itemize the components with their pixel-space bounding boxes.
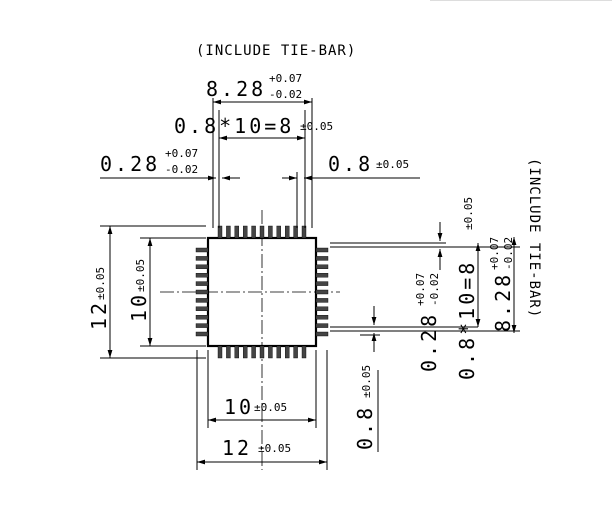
lead-pin-right	[315, 306, 329, 311]
lead-pin-top	[276, 225, 281, 239]
left-outer-dim-value: 12	[87, 300, 111, 330]
lead-pin-right	[315, 298, 329, 303]
top-pitch-tol: ±0.05	[376, 158, 409, 171]
lead-pin-left	[195, 331, 209, 337]
lead-pin-left	[195, 273, 209, 278]
lead-pin-right	[315, 323, 329, 328]
lead-pin-left	[195, 289, 209, 295]
lead-pin-left	[195, 306, 209, 311]
lead-pin-top	[242, 225, 248, 239]
lead-pin-left	[195, 264, 209, 269]
right-lead-width-tol-plus: +0.07	[414, 273, 427, 306]
lead-pin-bottom	[226, 345, 231, 359]
top-lead-width-tol-plus: +0.07	[165, 147, 198, 160]
right-lead-width-tol-minus: -0.02	[428, 273, 441, 306]
bottom-outer-dim-tol: ±0.05	[258, 442, 291, 455]
lead-pin-bottom	[217, 345, 223, 359]
right-pitch-tol: ±0.05	[360, 365, 373, 398]
right-include-tie-bar-note: (INCLUDE TIE-BAR)	[526, 158, 542, 318]
lead-pin-top	[251, 225, 256, 239]
lead-pin-top	[285, 225, 290, 239]
right-lead-width-value: 0.28	[417, 312, 441, 372]
left-inner-dim-tol: ±0.05	[134, 259, 147, 292]
left-inner-dim-value: 10	[127, 292, 151, 322]
lead-pin-bottom	[293, 345, 298, 359]
lead-pin-top	[217, 225, 223, 239]
lead-pin-right	[315, 281, 329, 286]
lead-pin-left	[195, 256, 209, 261]
lead-pin-right	[315, 273, 329, 278]
top-lead-width-value: 0.28	[100, 152, 160, 176]
lead-pins	[195, 225, 329, 359]
lead-pin-bottom	[285, 345, 290, 359]
lead-pin-bottom	[242, 345, 248, 359]
lead-pin-right	[315, 315, 329, 320]
lead-pin-top	[226, 225, 231, 239]
lead-pin-right	[315, 256, 329, 261]
lead-pin-right	[315, 247, 329, 253]
top-outer-dim-value: 8.28	[206, 77, 266, 101]
lead-pin-right	[315, 331, 329, 337]
lead-pin-bottom	[251, 345, 256, 359]
right-outer-dim-tol-plus: +0.07	[488, 237, 501, 270]
top-lead-width-tol-minus: -0.02	[165, 163, 198, 176]
bottom-inner-dim-tol: ±0.05	[254, 401, 287, 414]
top-pitch-dim-value: 0.8*10=8	[174, 114, 294, 138]
lead-pin-bottom	[301, 345, 307, 359]
right-outer-dim-value: 8.28	[491, 272, 515, 332]
bottom-outer-dim-value: 12	[222, 436, 252, 460]
right-pitch-value: 0.8	[353, 405, 377, 450]
top-outer-dim-tol-plus: +0.07	[269, 72, 302, 85]
lead-pin-left	[195, 315, 209, 320]
lead-pin-top	[293, 225, 298, 239]
lead-pin-left	[195, 247, 209, 253]
lead-pin-bottom	[276, 345, 281, 359]
lead-pin-bottom	[234, 345, 240, 359]
top-pitch-value: 0.8	[328, 152, 373, 176]
lead-pin-left	[195, 281, 209, 286]
lead-pin-top	[268, 225, 273, 239]
top-outer-dim-tol-minus: -0.02	[269, 88, 302, 101]
top-include-tie-bar-note: (INCLUDE TIE-BAR)	[196, 43, 356, 59]
lead-pin-top	[234, 225, 240, 239]
lead-pin-right	[315, 264, 329, 269]
lead-pin-right	[315, 289, 329, 295]
lead-pin-top	[259, 225, 265, 239]
top-pitch-dim-tol: ±0.05	[300, 120, 333, 133]
right-pitch-dim-value: 0.8*10=8	[455, 260, 479, 380]
lead-pin-bottom	[268, 345, 273, 359]
lead-pin-left	[195, 298, 209, 303]
lead-pin-top	[301, 225, 307, 239]
lead-pin-left	[195, 323, 209, 328]
left-outer-dim-tol: ±0.05	[94, 267, 107, 300]
lead-pin-bottom	[259, 345, 265, 359]
right-outer-dim-tol-minus: -0.02	[502, 237, 515, 270]
right-pitch-dim-tol: ±0.05	[462, 197, 475, 230]
bottom-inner-dim-value: 10	[224, 395, 254, 419]
